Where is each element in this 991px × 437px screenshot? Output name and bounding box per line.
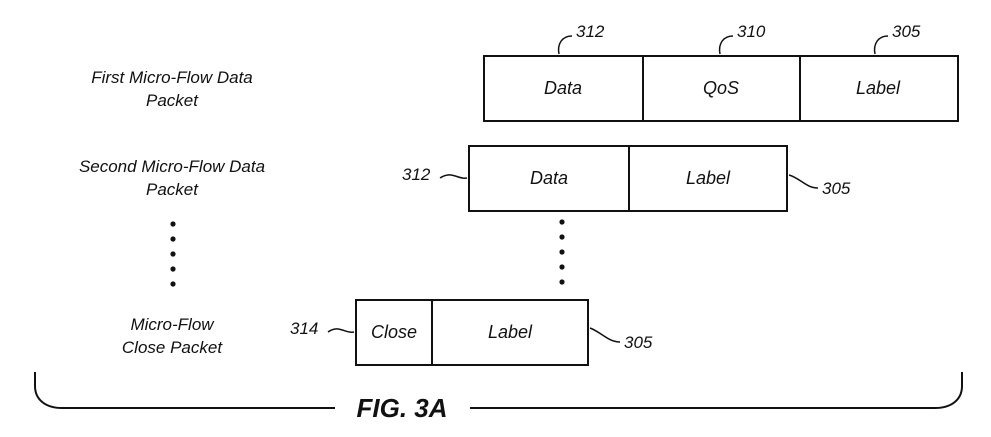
ellipsis-dots-right: [559, 219, 565, 285]
ellipsis-dot: [170, 236, 176, 242]
packet-box-first: [483, 55, 959, 122]
row-first-micro-flow-data-packet: First Micro-Flow Data Packet Data QoS La…: [91, 22, 959, 122]
row-label-second-line2: Packet: [146, 180, 199, 199]
ellipsis-dot: [559, 249, 565, 255]
field-qos-first: QoS: [703, 78, 739, 98]
ref-310-first: 310: [737, 22, 766, 41]
ellipsis-dot: [559, 279, 565, 285]
row-label-second-line1: Second Micro-Flow Data: [79, 157, 265, 176]
row-label-first-line2: Packet: [146, 91, 199, 110]
leader-305-first: [873, 35, 889, 55]
field-data-second: Data: [530, 168, 568, 188]
row-label-first-line1: First Micro-Flow Data: [91, 68, 253, 87]
row-label-close-line2: Close Packet: [122, 338, 223, 357]
ellipsis-dot: [170, 221, 176, 227]
figure-title: FIG. 3A: [356, 393, 447, 423]
ellipsis-dot: [170, 266, 176, 272]
ref-305-close: 305: [624, 333, 653, 352]
ref-305-first: 305: [892, 22, 921, 41]
ref-305-second: 305: [822, 179, 851, 198]
ref-312-second: 312: [402, 165, 431, 184]
field-data-first: Data: [544, 78, 582, 98]
field-label-close: Label: [488, 322, 533, 342]
row-micro-flow-close-packet: Micro-Flow Close Packet Close Label 314 …: [122, 299, 653, 366]
ref-312-first: 312: [576, 22, 605, 41]
leader-314-close: [327, 328, 355, 333]
ref-314-close: 314: [290, 319, 318, 338]
ellipsis-dot: [559, 234, 565, 240]
ellipsis-dot: [170, 251, 176, 257]
leader-312-second: [439, 174, 468, 179]
leader-305-close: [589, 327, 621, 343]
leader-305-second: [788, 174, 819, 189]
ellipsis-dot: [559, 264, 565, 270]
packet-box-close: [355, 299, 589, 366]
row-second-micro-flow-data-packet: Second Micro-Flow Data Packet Data Label…: [79, 145, 851, 212]
brace-right-curve: [470, 372, 963, 409]
figure-brace: [34, 372, 963, 409]
field-label-first: Label: [856, 78, 901, 98]
leader-310-first: [718, 35, 734, 55]
field-close: Close: [371, 322, 417, 342]
field-label-second: Label: [686, 168, 731, 188]
brace-left-curve: [34, 372, 335, 409]
leader-312-first: [557, 35, 573, 55]
ellipsis-dots-left: [170, 221, 176, 287]
ellipsis-dot: [170, 281, 176, 287]
ellipsis-dot: [559, 219, 565, 225]
row-label-close-line1: Micro-Flow: [130, 315, 215, 334]
